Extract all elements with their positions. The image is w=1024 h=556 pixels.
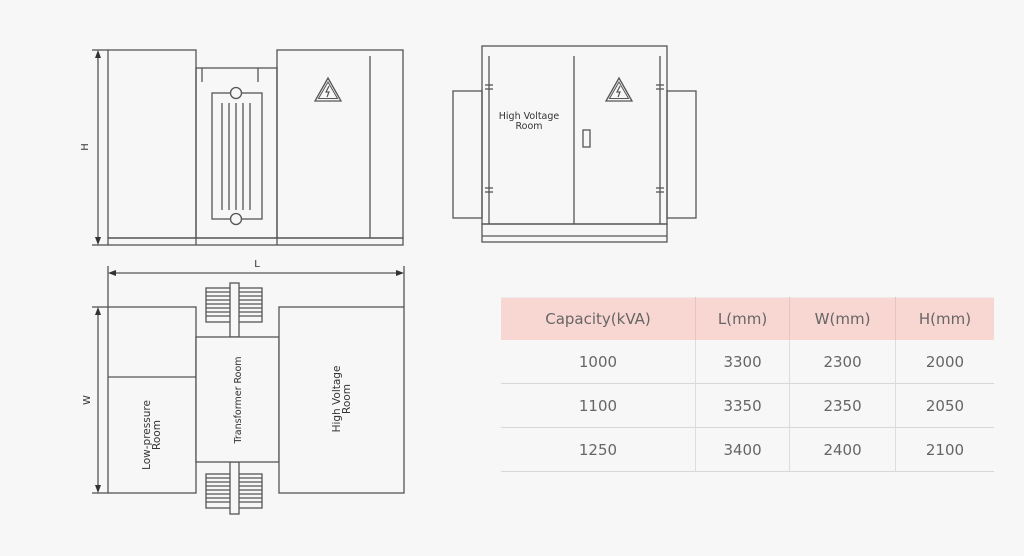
right-side-box	[666, 90, 697, 219]
radiator	[211, 92, 263, 220]
low-pressure-label-line2: Room	[151, 420, 163, 450]
column-header-height: H(mm)	[895, 297, 994, 340]
cell-length: 3350	[695, 383, 791, 428]
arrow-left-icon	[108, 270, 116, 276]
high-voltage-label-line2: Room	[341, 384, 353, 414]
side-view: High Voltage Room	[452, 45, 697, 243]
cell-height: 2050	[895, 383, 994, 428]
radiator-top-bushing	[229, 86, 243, 100]
column-header-length: L(mm)	[695, 297, 791, 340]
arrow-down-icon	[95, 485, 101, 493]
arrow-down-icon	[95, 237, 101, 245]
w-dimension-label: W	[82, 395, 93, 405]
table-row: 1250 3400 2400 2100	[501, 427, 994, 472]
radiator-bottom-bushing	[229, 212, 243, 226]
cell-capacity: 1000	[501, 340, 696, 384]
left-side-box	[452, 90, 483, 219]
arrow-right-icon	[396, 270, 404, 276]
arrow-up-icon	[95, 50, 101, 58]
high-voltage-warning-icon	[604, 76, 634, 102]
cell-width: 2300	[789, 340, 896, 384]
radiator-top-icon	[205, 282, 263, 338]
hinge-icon	[485, 84, 664, 193]
arrow-up-icon	[95, 307, 101, 315]
cell-length: 3300	[695, 340, 791, 384]
cell-height: 2100	[895, 427, 994, 472]
transformer-room	[195, 336, 280, 463]
capacity-spec-table: Capacity(kVA) L(mm) W(mm) H(mm) 1000 330…	[501, 297, 994, 472]
high-voltage-label-line1: High Voltage	[331, 366, 343, 433]
door-handle	[582, 129, 591, 148]
high-voltage-room	[278, 306, 405, 494]
transformer-room-label: Transformer Room	[233, 356, 244, 444]
table-row: 1100 3350 2350 2050	[501, 383, 994, 428]
cell-capacity: 1250	[501, 427, 696, 472]
column-header-width: W(mm)	[789, 297, 896, 340]
l-dimension-label: L	[254, 259, 260, 270]
side-base	[481, 223, 668, 243]
cell-length: 3400	[695, 427, 791, 472]
low-pressure-label-line1: Low-pressure	[141, 400, 153, 470]
base-frame	[107, 237, 404, 246]
cell-width: 2400	[789, 427, 896, 472]
cell-height: 2000	[895, 340, 994, 384]
table-row: 1000 3300 2300 2000	[501, 340, 994, 384]
low-pressure-room	[107, 306, 197, 494]
column-header-capacity: Capacity(kVA)	[501, 297, 696, 340]
cell-width: 2350	[789, 383, 896, 428]
table-header-row: Capacity(kVA) L(mm) W(mm) H(mm)	[501, 297, 994, 340]
high-voltage-cabinet	[276, 49, 404, 239]
side-room-label-line1: High Voltage	[499, 111, 560, 122]
cell-capacity: 1100	[501, 383, 696, 428]
plan-view: L W Low-pressu	[82, 259, 405, 515]
radiator-bottom-icon	[205, 461, 263, 515]
h-dimension-label: H	[80, 143, 91, 151]
side-room-label-line2: Room	[515, 121, 542, 132]
low-voltage-cabinet	[107, 49, 197, 239]
front-view: H	[80, 49, 404, 246]
high-voltage-warning-icon	[313, 76, 343, 102]
